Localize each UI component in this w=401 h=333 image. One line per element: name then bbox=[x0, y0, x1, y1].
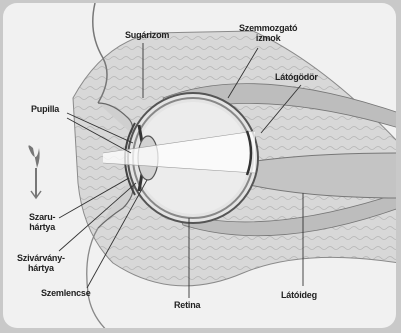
object-flame-icon bbox=[28, 145, 39, 168]
label-szaruhartya: Szaru- hártya bbox=[29, 212, 55, 232]
label-szivarvany-line2: hártya bbox=[17, 263, 65, 273]
diagram-frame: Sugárizom Szemmozgató izmok Látógödör Pu… bbox=[3, 3, 396, 328]
label-szaruhartya-line1: Szaru- bbox=[29, 212, 55, 222]
label-szemmozgato-izmok: Szemmozgató izmok bbox=[239, 23, 297, 43]
label-szemlencse: Szemlencse bbox=[41, 288, 91, 298]
label-szemmozgato-line2: izmok bbox=[239, 33, 297, 43]
label-latoideg: Látóideg bbox=[281, 290, 317, 300]
label-retina: Retina bbox=[174, 300, 200, 310]
label-pupilla: Pupilla bbox=[31, 104, 59, 114]
label-szivarvany-line1: Szivárvány- bbox=[17, 253, 65, 263]
label-szaruhartya-line2: hártya bbox=[29, 222, 55, 232]
label-sugarizom: Sugárizom bbox=[125, 30, 169, 40]
label-szemmozgato-line1: Szemmozgató bbox=[239, 23, 297, 33]
label-latogodor: Látógödör bbox=[275, 72, 318, 82]
label-szivarvanyhartya: Szivárvány- hártya bbox=[17, 253, 65, 273]
eye-anatomy-illustration bbox=[3, 3, 396, 328]
